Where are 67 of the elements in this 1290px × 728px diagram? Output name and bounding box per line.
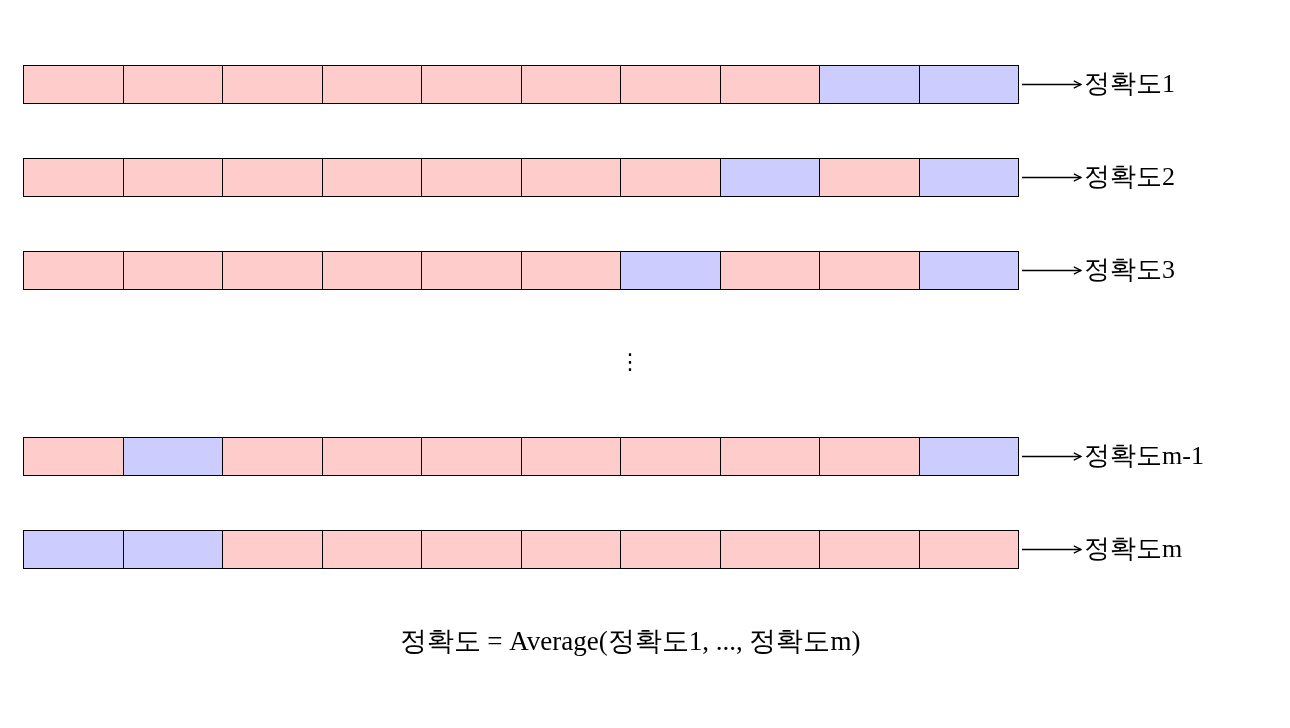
fold-cell [918,438,1018,475]
fold-cell [421,438,521,475]
arrow [1021,452,1082,461]
accuracy-label: 정확도2 [1084,162,1175,192]
accuracy-label: 정확도1 [1084,69,1175,99]
fold-cell [520,438,620,475]
arrow [1021,545,1082,554]
fold-cell [520,252,620,289]
fold-cell [122,438,222,475]
fold-cell [321,252,421,289]
fold-cell [520,531,620,568]
fold-cell [222,66,322,103]
fold-cell [24,531,123,568]
fold-cell [918,531,1018,568]
formula-caption: 정확도 = Average(정확도1, ..., 정확도m) [399,625,861,657]
fold-cell [122,159,222,196]
fold-cell [719,66,819,103]
fold-cell [421,531,521,568]
fold-cell [620,159,720,196]
fold-cell [819,66,919,103]
fold-cell [24,438,123,475]
fold-cell [719,252,819,289]
fold-cell [520,66,620,103]
arrow [1021,173,1082,182]
fold-cell [24,159,123,196]
accuracy-label: 정확도3 [1084,255,1175,285]
fold-cell [222,252,322,289]
arrow [1021,266,1082,275]
fold-cell [421,252,521,289]
fold-bar [23,65,1019,104]
fold-cell [819,438,919,475]
fold-cell [918,252,1018,289]
fold-cell [421,159,521,196]
fold-cell [819,531,919,568]
fold-bar [23,530,1019,569]
arrow [1021,80,1082,89]
fold-cell [122,252,222,289]
fold-cell [321,531,421,568]
fold-cell [620,252,720,289]
fold-cell [222,159,322,196]
fold-cell [620,531,720,568]
fold-bar [23,437,1019,476]
fold-cell [222,438,322,475]
fold-cell [819,252,919,289]
accuracy-label: 정확도m [1084,534,1183,564]
fold-cell [520,159,620,196]
fold-cell [819,159,919,196]
fold-cell [321,66,421,103]
accuracy-label: 정확도m-1 [1084,441,1204,471]
fold-cell [24,66,123,103]
fold-cell [321,159,421,196]
fold-cell [719,531,819,568]
fold-cell [918,66,1018,103]
fold-cell [719,438,819,475]
fold-cell [620,438,720,475]
fold-cell [918,159,1018,196]
fold-cell [24,252,123,289]
fold-cell [122,531,222,568]
fold-cell [620,66,720,103]
fold-bar [23,251,1019,290]
ellipsis: ⋮ [619,349,641,375]
fold-cell [719,159,819,196]
fold-cell [321,438,421,475]
fold-cell [222,531,322,568]
fold-bar [23,158,1019,197]
fold-cell [122,66,222,103]
fold-cell [421,66,521,103]
